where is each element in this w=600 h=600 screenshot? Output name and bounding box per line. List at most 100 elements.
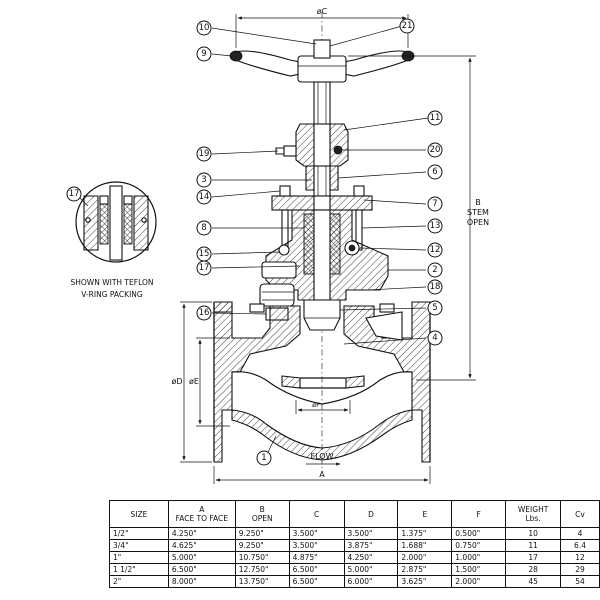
cell-b: 10.750" [234, 551, 290, 564]
flow-label: FLOW [311, 452, 334, 461]
cell-f: 2.000" [451, 575, 507, 588]
callout-15: 15 [196, 246, 212, 262]
cell-size: 2" [109, 575, 169, 588]
header-size: SIZE [109, 500, 169, 528]
callout-17-detail: 17 [66, 186, 82, 202]
cell-c: 6.500" [288, 563, 345, 576]
cell-a: 4.625" [167, 539, 236, 552]
svg-text:20: 20 [430, 145, 441, 155]
dim-b-open-label: OPEN [467, 218, 489, 227]
dim-b-stem-label: STEM [467, 208, 489, 217]
cell-b: 9.250" [234, 539, 290, 552]
cell-c: 6.500" [288, 575, 345, 588]
svg-text:16: 16 [199, 308, 210, 318]
svg-text:15: 15 [199, 249, 210, 259]
cell-b: 9.250" [234, 527, 290, 540]
cell-a: 8.000" [167, 575, 236, 588]
cell-cv: 29 [560, 563, 600, 576]
header-f: F [451, 500, 507, 528]
cell-f: 1.000" [451, 551, 507, 564]
cell-a: 5.000" [167, 551, 236, 564]
svg-text:9: 9 [201, 49, 206, 59]
callout-6: 6 [427, 164, 443, 180]
table-row: 2" 8.000" 13.750" 6.500" 6.000" 3.625" 2… [109, 575, 600, 588]
cell-f: 0.500" [451, 527, 507, 540]
callout-2: 2 [427, 262, 443, 278]
dim-a-label: A [319, 470, 325, 479]
cell-cv: 6.4 [560, 539, 600, 552]
cell-c: 4.875" [288, 551, 345, 564]
valve-body [213, 301, 431, 463]
header-e: E [397, 500, 453, 528]
callout-21: 21 [399, 18, 415, 34]
svg-text:13: 13 [430, 221, 441, 231]
svg-text:7: 7 [432, 199, 437, 209]
header-c: C [288, 500, 345, 528]
svg-text:5: 5 [432, 303, 437, 313]
header-cv: Cv [560, 500, 600, 528]
cell-size: 1/2" [109, 527, 169, 540]
packing-detail-view: SHOWN WITH TEFLON V-RING PACKING [70, 181, 157, 299]
svg-text:2: 2 [432, 265, 437, 275]
dimension-text: øC B STEM OPEN øD øE øF A FLOW [171, 7, 489, 479]
callout-1: 1 [256, 450, 272, 466]
callout-10: 10 [196, 20, 212, 36]
cell-a: 4.250" [167, 527, 236, 540]
cell-weight: 28 [505, 563, 562, 576]
cell-a: 6.500" [167, 563, 236, 576]
svg-text:21: 21 [402, 21, 413, 31]
table-row: 1 1/2" 6.500" 12.750" 6.500" 5.000" 2.87… [109, 563, 600, 576]
cell-cv: 4 [560, 527, 600, 540]
cell-cv: 12 [560, 551, 600, 564]
bonnet [265, 209, 389, 301]
gland-flange [271, 185, 373, 251]
callout-14: 14 [196, 189, 212, 205]
callout-3: 3 [196, 172, 212, 188]
bonnet-yoke [275, 123, 349, 191]
cell-size: 1" [109, 551, 169, 564]
table-row: 1/2" 4.250" 9.250" 3.500" 3.500" 1.375" … [109, 527, 600, 540]
table-row: 3/4" 4.625" 9.250" 3.500" 3.875" 1.688" … [109, 539, 600, 552]
cell-b: 12.750" [234, 563, 290, 576]
callout-5: 5 [427, 300, 443, 316]
cell-d: 4.250" [343, 551, 399, 564]
callout-17: 17 [196, 260, 212, 276]
svg-text:11: 11 [430, 113, 441, 123]
svg-text:1: 1 [261, 453, 266, 463]
callout-19: 19 [196, 146, 212, 162]
svg-text:17: 17 [199, 263, 210, 273]
cell-d: 6.000" [343, 575, 399, 588]
dim-f-label: øF [312, 401, 320, 409]
detail-note-line-1: SHOWN WITH TEFLON [70, 278, 153, 287]
cell-weight: 17 [505, 551, 562, 564]
cell-f: 0.750" [451, 539, 507, 552]
callout-18: 18 [427, 279, 443, 295]
svg-text:3: 3 [201, 175, 206, 185]
dim-d-label: øD [171, 377, 182, 386]
cell-c: 3.500" [288, 527, 345, 540]
table-row: 1" 5.000" 10.750" 4.875" 4.250" 2.000" 1… [109, 551, 600, 564]
callout-7: 7 [427, 196, 443, 212]
handwheel [229, 39, 415, 83]
cell-d: 5.000" [343, 563, 399, 576]
cell-cv: 54 [560, 575, 600, 588]
callout-20: 20 [427, 142, 443, 158]
callout-11: 11 [427, 110, 443, 126]
svg-text:8: 8 [201, 223, 206, 233]
svg-text:6: 6 [432, 167, 437, 177]
cell-e: 1.375" [397, 527, 453, 540]
cell-weight: 11 [505, 539, 562, 552]
svg-text:19: 19 [199, 149, 210, 159]
cell-weight: 10 [505, 527, 562, 540]
cell-e: 2.000" [397, 551, 453, 564]
cell-d: 3.500" [343, 527, 399, 540]
callout-8: 8 [196, 220, 212, 236]
svg-text:18: 18 [430, 282, 441, 292]
callout-12: 12 [427, 242, 443, 258]
dim-c-label: øC [317, 7, 328, 16]
cell-e: 1.688" [397, 539, 453, 552]
